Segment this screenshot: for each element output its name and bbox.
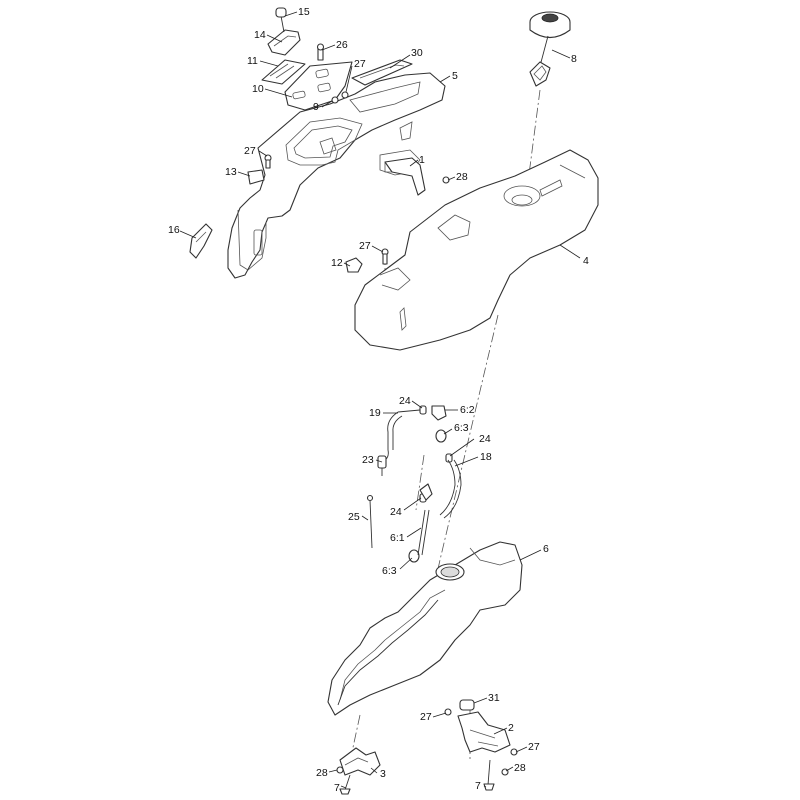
- part-11-decal: [261, 59, 306, 85]
- callout-14: 14: [254, 29, 266, 41]
- part-6-fuel-tank: [327, 541, 523, 716]
- callout-12: 12: [331, 257, 343, 269]
- callout-6: 6: [543, 543, 549, 555]
- part-7-bolt-left: [339, 774, 351, 795]
- callout-28-a: 28: [456, 171, 468, 183]
- part-1-bracket: [384, 157, 426, 196]
- part-6-1-tube: [417, 483, 433, 556]
- callout-27-c: 27: [359, 240, 371, 252]
- part-4-fender: [354, 149, 599, 351]
- part-30-plate: [351, 59, 413, 86]
- part-16-decal: [189, 223, 213, 259]
- part-18-hose: [439, 459, 462, 519]
- part-7-bolt-right: [483, 759, 495, 791]
- callout-6-2: 6:2: [460, 404, 475, 416]
- callout-27-e: 27: [528, 741, 540, 753]
- part-2-bracket: [457, 711, 511, 753]
- callout-6-3-a: 6:3: [454, 422, 469, 434]
- callout-19: 19: [369, 407, 381, 419]
- part-14-bracket: [267, 29, 301, 56]
- callout-26: 26: [336, 39, 348, 51]
- callout-7-a: 7: [334, 782, 340, 794]
- part-3-bracket: [339, 747, 381, 776]
- part-5-console: [227, 72, 446, 279]
- callout-leaders: [179, 11, 581, 789]
- callout-23: 23: [362, 454, 374, 466]
- part-12-grommet: [345, 257, 363, 273]
- callout-27-b: 27: [244, 145, 256, 157]
- callout-16: 16: [168, 224, 180, 236]
- part-19-hose: [379, 409, 421, 463]
- callout-10: 10: [252, 83, 264, 95]
- callout-9: 9: [313, 101, 319, 113]
- part-28-nut-left: [336, 766, 344, 774]
- callout-5: 5: [452, 70, 458, 82]
- callout-8: 8: [571, 53, 577, 65]
- callout-7-b: 7: [475, 780, 481, 792]
- callout-11: 11: [247, 55, 258, 67]
- callout-28-c: 28: [316, 767, 328, 779]
- callout-31: 31: [488, 692, 500, 704]
- callout-30: 30: [411, 47, 423, 59]
- part-6-2-fitting: [431, 405, 447, 421]
- callout-15: 15: [298, 6, 310, 18]
- callout-3: 3: [380, 768, 386, 780]
- part-25-rod: [366, 494, 374, 549]
- callout-24-c: 24: [390, 506, 402, 518]
- callout-13: 13: [225, 166, 237, 178]
- part-8-fuel-cap: [529, 11, 571, 87]
- part-31-bushing: [459, 699, 475, 711]
- callout-labels: 15 14 26 11 30 27 5 10 9 8 27 1 13 28 16…: [168, 6, 589, 794]
- hardware-top: [264, 43, 450, 265]
- callout-24-a: 24: [399, 395, 411, 407]
- part-23-valve: [377, 455, 387, 476]
- part-15-lever: [275, 7, 287, 33]
- callout-1: 1: [419, 154, 425, 166]
- callout-24-b: 24: [479, 433, 491, 445]
- callout-27-a: 27: [354, 58, 366, 70]
- callout-25: 25: [348, 511, 360, 523]
- part-13-knob: [247, 169, 265, 185]
- callout-27-d: 27: [420, 711, 432, 723]
- callout-6-1: 6:1: [390, 532, 405, 544]
- callout-28-b: 28: [514, 762, 526, 774]
- callout-2: 2: [508, 722, 514, 734]
- callout-6-3-b: 6:3: [382, 565, 397, 577]
- callout-4: 4: [583, 255, 589, 267]
- callout-18: 18: [480, 451, 492, 463]
